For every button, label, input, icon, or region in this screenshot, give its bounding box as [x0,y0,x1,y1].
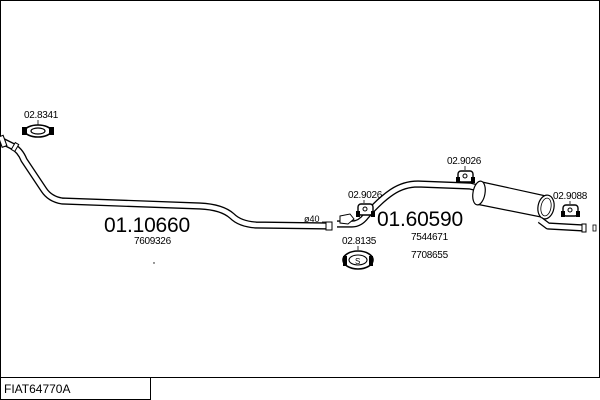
hanger-upper-code-label: 02.9026 [447,156,482,167]
rear-silencer-part-number: 01.60590 [377,208,463,231]
rear-silencer-oem-ref-1: 7544671 [411,232,449,243]
front-pipe [0,134,333,231]
model-code: FIAT64770A [4,382,70,396]
front-pipe-part-number: 01.10660 [104,214,190,237]
rear-silencer-oem-ref-2: 7708655 [411,250,449,261]
rubber-hanger-upper-icon [456,170,475,183]
dot-marker [153,262,155,264]
svg-text:S: S [355,257,360,266]
rubber-hanger-rear-icon [561,204,580,217]
hanger-left-code-label: 02.9026 [348,190,383,201]
clamp-code-label: 02.8341 [24,110,59,121]
rubber-hanger-left-icon [356,203,375,217]
hanger-rear-code-label: 02.9088 [553,191,588,202]
rear-silencer [472,180,597,233]
front-pipe-oem-ref: 7609326 [134,236,172,247]
diameter-label: ø40 [304,214,320,224]
rear-pipe [337,180,479,228]
gasket-ring-icon: S [342,250,374,270]
clamp-icon [22,124,54,138]
gasket-code-label: 02.8135 [342,236,377,247]
